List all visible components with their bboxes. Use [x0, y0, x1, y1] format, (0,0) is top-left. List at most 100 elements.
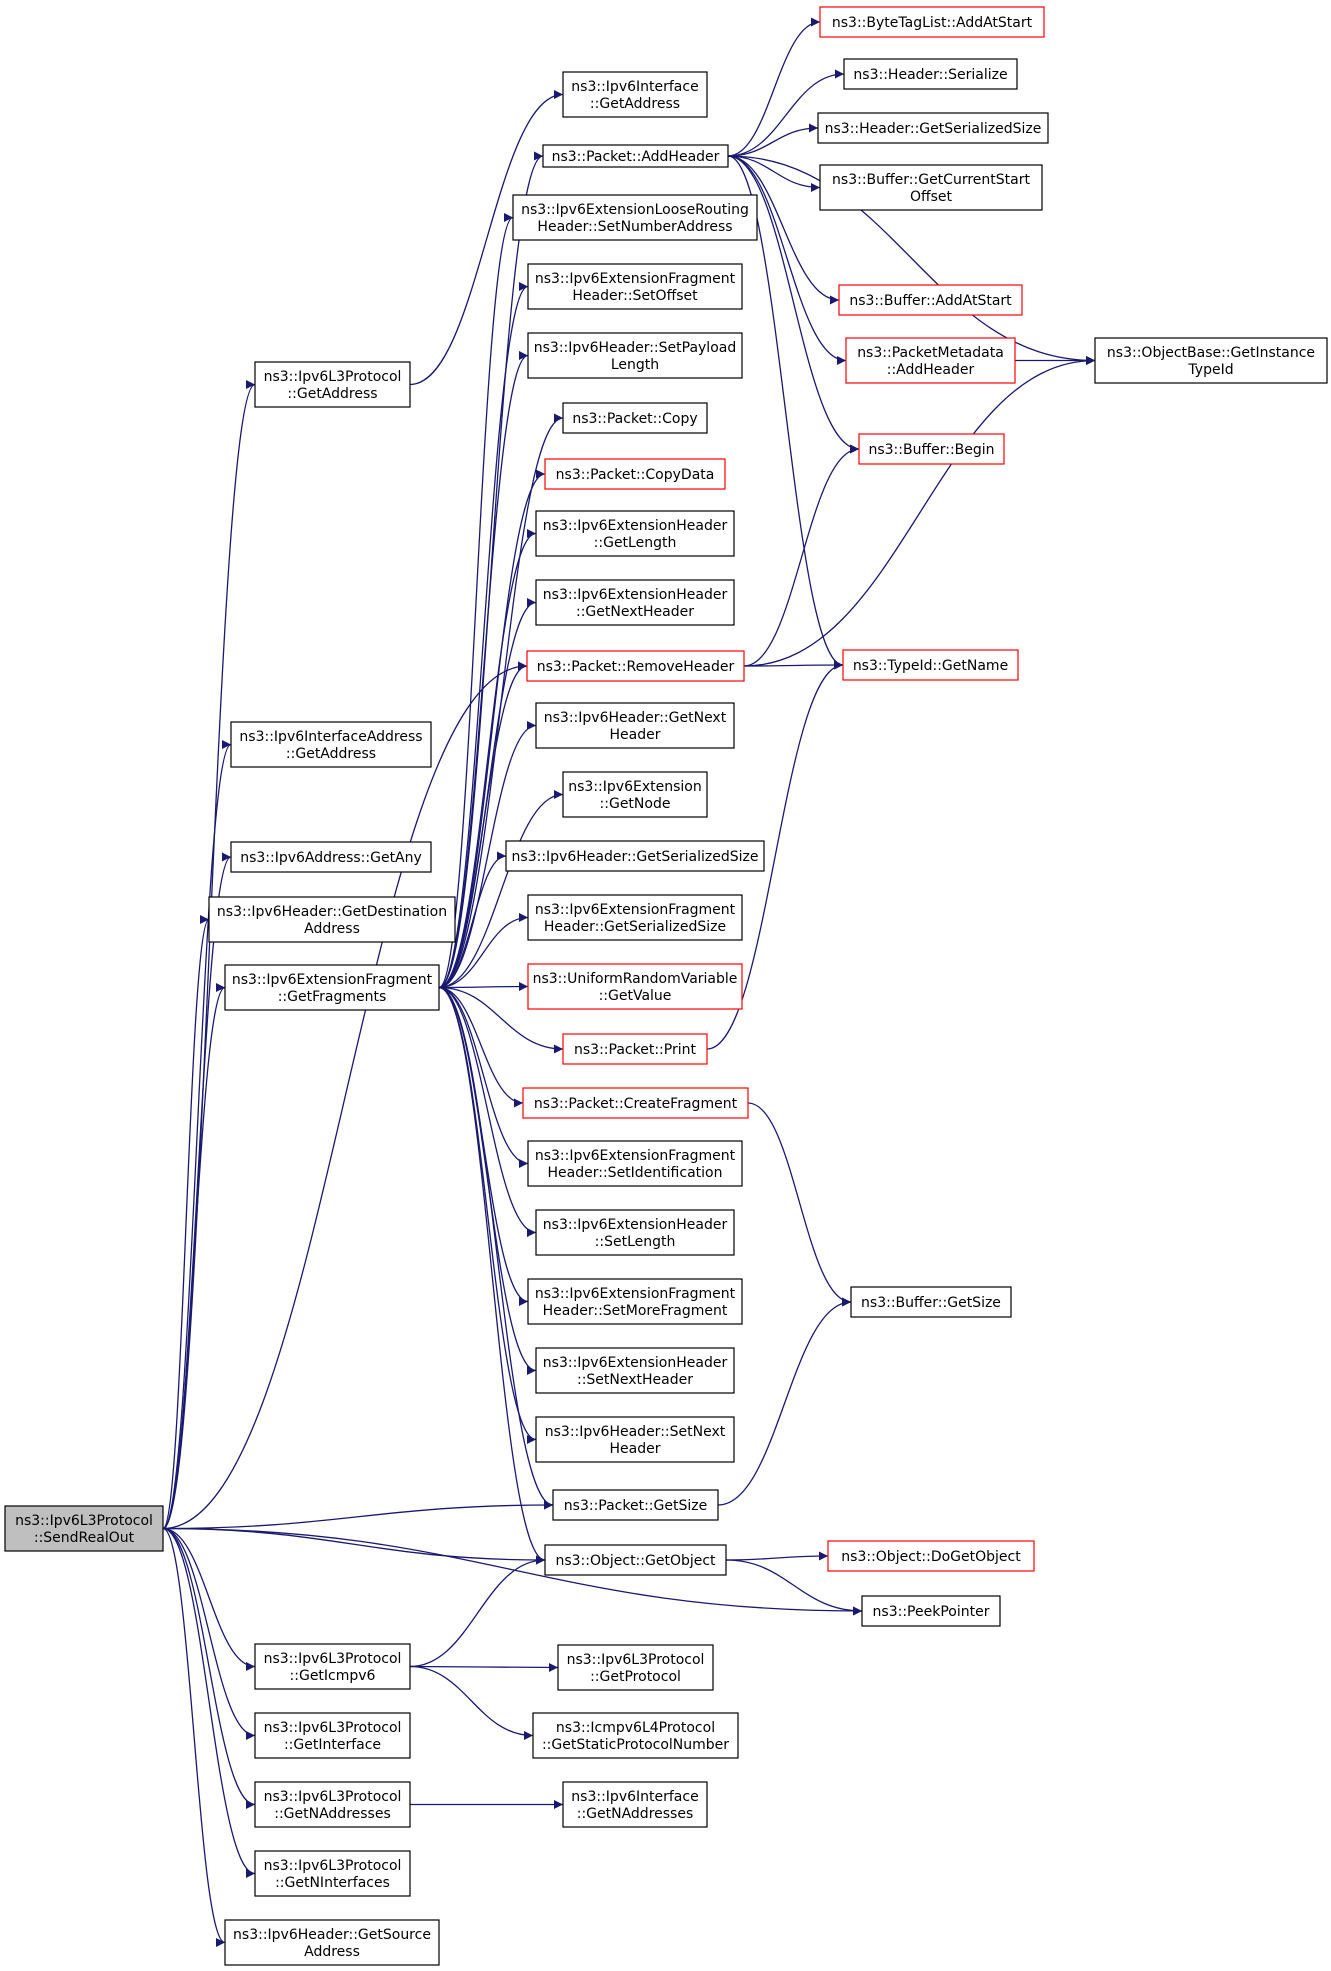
node-loose-setnumaddr[interactable]: ns3::Ipv6ExtensionLooseRoutingHeader::Se… [512, 194, 758, 241]
node-ifaddr-getaddress[interactable]: ns3::Ipv6InterfaceAddress::GetAddress [230, 721, 432, 768]
node-frag-setident[interactable]: ns3::Ipv6ExtensionFragmentHeader::SetIde… [527, 1140, 743, 1187]
node-l3-getaddress[interactable]: ns3::Ipv6L3Protocol::GetAddress [254, 361, 411, 408]
node-l3-getnaddresses[interactable]: ns3::Ipv6L3Protocol::GetNAddresses [254, 1781, 411, 1828]
node-box [526, 650, 745, 682]
node-frag-setoffset[interactable]: ns3::Ipv6ExtensionFragmentHeader::SetOff… [527, 263, 743, 310]
node-label-line: Offset [910, 189, 953, 205]
node-box [845, 337, 1016, 384]
node-pmd-addheader[interactable]: ns3::PacketMetadata::AddHeader [845, 337, 1016, 384]
node-label-line: ns3::Ipv6ExtensionFragment [535, 1286, 736, 1302]
edge-getfragments-to-pkt-print [438, 986, 564, 1054]
node-box [562, 71, 708, 118]
node-header-getsersize[interactable]: ns3::Header::GetSerializedSize [817, 112, 1049, 144]
node-label-line: ::SetLength [595, 1234, 676, 1250]
node-ext-getnode[interactable]: ns3::Ipv6Extension::GetNode [562, 771, 708, 818]
node-box [254, 1781, 411, 1828]
edge-sendrealout-to-l3-geticmpv6 [162, 1527, 256, 1671]
edge-l3-geticmpv6-to-obj-getobject [409, 1555, 546, 1668]
edge-getfragments-to-exthdr-getlength [438, 529, 537, 989]
node-hdr-getnexthdr[interactable]: ns3::Ipv6Header::GetNextHeader [535, 702, 735, 749]
node-exthdr-setlength[interactable]: ns3::Ipv6ExtensionHeader::SetLength [535, 1209, 735, 1256]
node-box [557, 1644, 714, 1691]
node-box [532, 1712, 739, 1759]
node-hdr-setnexthdr[interactable]: ns3::Ipv6Header::SetNextHeader [535, 1416, 735, 1463]
edge-sendrealout-to-pkt-removeheader [162, 661, 528, 1530]
node-label-line: ns3::Ipv6Interface [571, 79, 698, 95]
node-label-line: ns3::Ipv6L3Protocol [264, 1858, 402, 1874]
node-box [535, 1209, 735, 1256]
node-obj-dogetobject[interactable]: ns3::Object::DoGetObject [827, 1540, 1035, 1572]
node-exthdr-setnexthdr[interactable]: ns3::Ipv6ExtensionHeader::SetNextHeader [535, 1347, 735, 1394]
node-exthdr-getnexthdr[interactable]: ns3::Ipv6ExtensionHeader::GetNextHeader [535, 579, 735, 626]
node-pkt-createfragment[interactable]: ns3::Packet::CreateFragment [522, 1087, 749, 1119]
node-pkt-copy[interactable]: ns3::Packet::Copy [562, 402, 708, 434]
node-label-line: ::GetLength [594, 535, 677, 551]
node-pkt-getsize[interactable]: ns3::Packet::GetSize [552, 1489, 719, 1521]
node-hdr-getsersize[interactable]: ns3::Ipv6Header::GetSerializedSize [505, 840, 765, 872]
node-box [838, 284, 1023, 316]
node-l3-getprotocol[interactable]: ns3::Ipv6L3Protocol::GetProtocol [557, 1644, 714, 1691]
node-iface-getaddress[interactable]: ns3::Ipv6Interface::GetAddress [562, 71, 708, 118]
node-box [224, 964, 440, 1011]
node-label-line: Header::SetNumberAddress [537, 219, 732, 235]
node-btl-addatstart[interactable]: ns3::ByteTagList::AddAtStart [819, 6, 1045, 38]
edge-sendrealout-to-l3-getaddress [162, 380, 256, 1530]
node-addr-getany[interactable]: ns3::Ipv6Address::GetAny [230, 841, 432, 873]
node-box [819, 6, 1045, 38]
node-l3-geticmpv6[interactable]: ns3::Ipv6L3Protocol::GetIcmpv6 [254, 1643, 411, 1690]
node-label-line: ns3::Ipv6Header::GetDestination [217, 904, 447, 920]
node-pkt-removeheader[interactable]: ns3::Packet::RemoveHeader [526, 650, 745, 682]
node-label-line: ns3::Packet::Copy [572, 411, 697, 427]
edge-obj-getobject-to-obj-dogetobject [725, 1551, 829, 1561]
node-label-line: ns3::Ipv6Extension [568, 779, 701, 795]
node-peekpointer[interactable]: ns3::PeekPointer [861, 1595, 1001, 1627]
node-box [819, 164, 1043, 211]
node-exthdr-getlength[interactable]: ns3::Ipv6ExtensionHeader::GetLength [535, 510, 735, 557]
node-icmp-getstaticproto[interactable]: ns3::Icmpv6L4Protocol::GetStaticProtocol… [532, 1712, 739, 1759]
node-box [843, 58, 1018, 90]
node-typeid-getname[interactable]: ns3::TypeId::GetName [842, 649, 1019, 681]
node-label-line: ns3::Ipv6L3Protocol [567, 1652, 705, 1668]
node-buf-begin[interactable]: ns3::Buffer::Begin [858, 433, 1005, 465]
edge-pkt-createfragment-to-buf-getsize [747, 1102, 852, 1307]
node-pkt-print[interactable]: ns3::Packet::Print [562, 1033, 708, 1065]
node-label-line: Header::SetMoreFragment [543, 1303, 728, 1319]
node-label-line: ns3::Packet::Print [574, 1042, 696, 1058]
node-l3-getinterface[interactable]: ns3::Ipv6L3Protocol::GetInterface [254, 1712, 411, 1759]
node-box [535, 1416, 735, 1463]
node-urv-getvalue[interactable]: ns3::UniformRandomVariable::GetValue [527, 963, 743, 1010]
node-buf-getsize[interactable]: ns3::Buffer::GetSize [850, 1286, 1012, 1318]
node-box [208, 896, 456, 943]
node-frag-getsersize[interactable]: ns3::Ipv6ExtensionFragmentHeader::GetSer… [527, 894, 743, 941]
node-pkt-addheader[interactable]: ns3::Packet::AddHeader [542, 144, 729, 168]
node-sendrealout[interactable]: ns3::Ipv6L3Protocol::SendRealOut [4, 1505, 164, 1552]
node-box [535, 1347, 735, 1394]
node-label-line: Address [304, 921, 360, 937]
node-header-serialize[interactable]: ns3::Header::Serialize [843, 58, 1018, 90]
node-label-line: ::SendRealOut [34, 1530, 135, 1546]
node-box [1094, 337, 1328, 384]
node-label-line: ::GetAddress [286, 746, 376, 762]
node-label-line: ns3::Ipv6Header::GetNext [544, 710, 727, 726]
node-label-line: ns3::Header::Serialize [853, 67, 1007, 83]
node-l3-getninterfaces[interactable]: ns3::Ipv6L3Protocol::GetNInterfaces [254, 1850, 411, 1897]
node-label-line: ::GetNAddresses [274, 1806, 391, 1822]
node-getfragments[interactable]: ns3::Ipv6ExtensionFragment::GetFragments [224, 964, 440, 1011]
node-label-line: ns3::Ipv6ExtensionHeader [543, 518, 728, 534]
node-label-line: ::SetNextHeader [577, 1372, 693, 1388]
node-obj-getobject[interactable]: ns3::Object::GetObject [544, 1544, 727, 1576]
node-frag-setmorefrag[interactable]: ns3::Ipv6ExtensionFragmentHeader::SetMor… [527, 1278, 743, 1325]
node-iface-getnaddresses[interactable]: ns3::Ipv6Interface::GetNAddresses [562, 1781, 708, 1828]
edge-pkt-removeheader-to-buf-begin [743, 444, 860, 667]
node-label-line: ::AddHeader [887, 362, 975, 378]
node-box [4, 1505, 164, 1552]
node-box [527, 263, 743, 310]
node-label-line: ns3::Ipv6Address::GetAny [240, 850, 422, 866]
node-pkt-copydata[interactable]: ns3::Packet::CopyData [544, 458, 726, 490]
node-buf-addatstart[interactable]: ns3::Buffer::AddAtStart [838, 284, 1023, 316]
